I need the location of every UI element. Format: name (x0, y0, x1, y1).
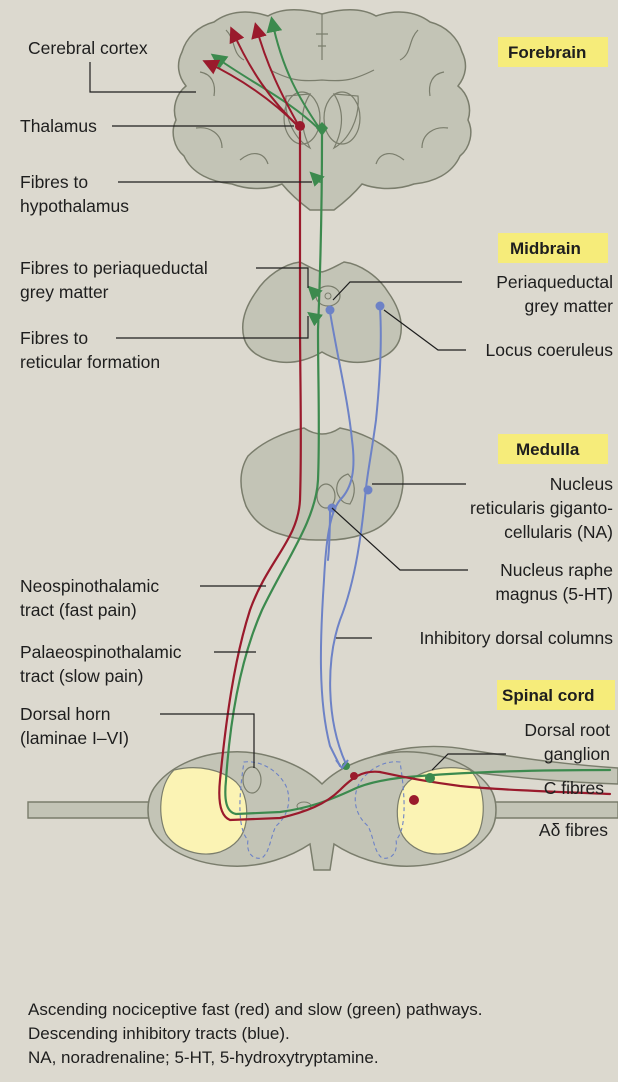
label-fibres-hypothalamus-1: Fibres to (20, 172, 88, 192)
caption-line-3: NA, noradrenaline; 5-HT, 5-hydroxytrypta… (28, 1046, 608, 1070)
caption-line-2: Descending inhibitory tracts (blue). (28, 1022, 608, 1046)
label-neospinothalamic-1: Neospinothalamic (20, 576, 159, 596)
label-palaeospinothalamic-1: Palaeospinothalamic (20, 642, 182, 662)
midbrain-label: Midbrain (510, 239, 581, 258)
label-fibres-reticular-2: reticular formation (20, 352, 160, 372)
pag-neuron (326, 306, 335, 315)
label-palaeospinothalamic-2: tract (slow pain) (20, 666, 144, 686)
label-c-fibres: C fibres (544, 778, 605, 798)
locus-coeruleus-neuron (376, 302, 385, 311)
label-neospinothalamic-2: tract (fast pain) (20, 600, 137, 620)
label-raphe-1: Nucleus raphe (500, 560, 613, 580)
midbrain-section (243, 262, 402, 362)
label-drg-2: ganglion (544, 744, 610, 764)
midbrain-outline (243, 262, 402, 362)
label-fibres-pag-1: Fibres to periaqueductal (20, 258, 208, 278)
spinal-cord-section (28, 746, 618, 870)
label-thalamus: Thalamus (20, 116, 97, 136)
dorsal-horn-fast-synapse (350, 772, 358, 780)
label-a-delta-fibres: Aδ fibres (539, 820, 608, 840)
label-raphe-2: magnus (5-HT) (495, 584, 613, 604)
spinal-cord-label: Spinal cord (502, 686, 595, 705)
label-reticularis-3: cellularis (NA) (504, 522, 613, 542)
label-periaqueductal-1: Periaqueductal (496, 272, 613, 292)
reticularis-neuron (364, 486, 373, 495)
region-headers: Forebrain Midbrain Medulla Spinal cord (497, 37, 615, 710)
figure-caption: Ascending nociceptive fast (red) and slo… (28, 998, 608, 1070)
grey-matter-right (397, 768, 483, 854)
grey-matter-left (161, 768, 247, 854)
label-drg-1: Dorsal root (524, 720, 610, 740)
label-reticularis-1: Nucleus (550, 474, 613, 494)
label-reticularis-2: reticularis giganto- (470, 498, 613, 518)
label-locus-coeruleus: Locus coeruleus (486, 340, 614, 360)
label-cerebral-cortex: Cerebral cortex (28, 38, 148, 58)
label-fibres-hypothalamus-2: hypothalamus (20, 196, 129, 216)
label-dorsal-horn-1: Dorsal horn (20, 704, 110, 724)
label-fibres-reticular-1: Fibres to (20, 328, 88, 348)
label-fibres-pag-2: grey matter (20, 282, 109, 302)
label-inhibitory-columns: Inhibitory dorsal columns (419, 628, 613, 648)
medulla-label: Medulla (516, 440, 580, 459)
label-dorsal-horn-2: (laminae I–VI) (20, 728, 129, 748)
forebrain-label: Forebrain (508, 43, 586, 62)
thalamus-fast-neuron (295, 121, 305, 131)
label-periaqueductal-2: grey matter (525, 296, 614, 316)
drg-fast-neuron (409, 795, 419, 805)
caption-line-1: Ascending nociceptive fast (red) and slo… (28, 998, 608, 1022)
drg-slow-neuron (425, 773, 435, 783)
